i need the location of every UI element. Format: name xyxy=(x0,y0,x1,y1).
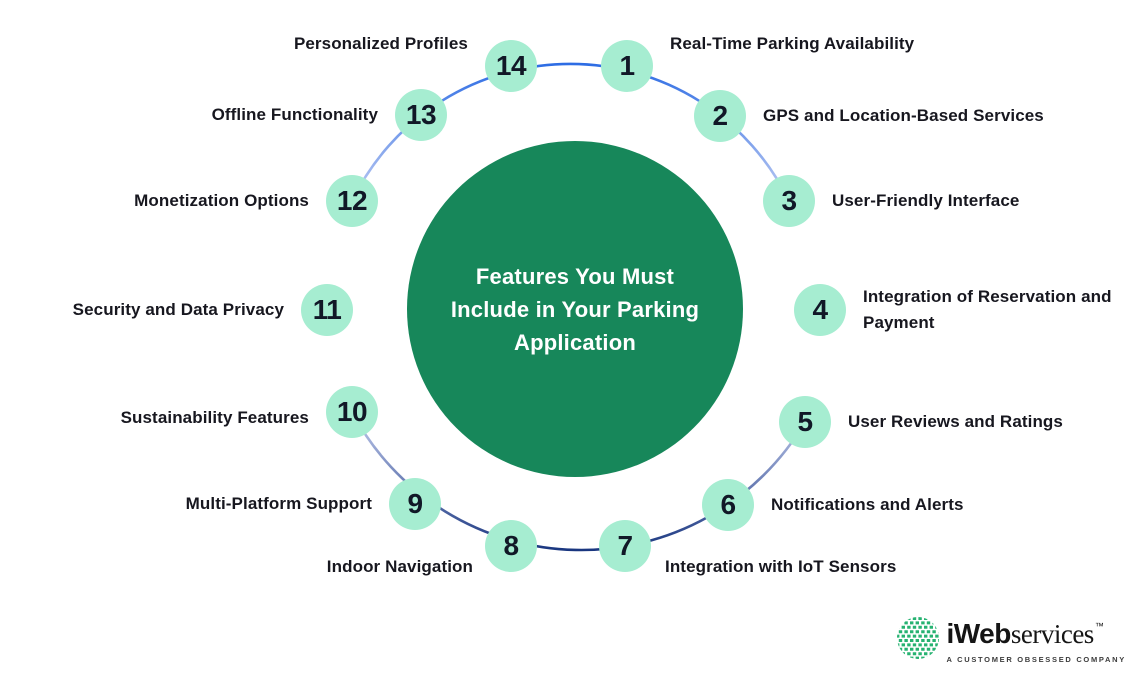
feature-circle-6: 6 xyxy=(702,479,754,531)
feature-label-3: User-Friendly Interface xyxy=(832,191,1020,210)
feature-circle-8: 8 xyxy=(485,520,537,572)
feature-number-4: 4 xyxy=(812,294,828,325)
feature-circle-4: 4 xyxy=(794,284,846,336)
feature-circle-5: 5 xyxy=(779,396,831,448)
feature-number-13: 13 xyxy=(405,99,437,130)
feature-number-14: 14 xyxy=(495,50,527,81)
feature-label-10: Sustainability Features xyxy=(120,408,309,427)
feature-circle-7: 7 xyxy=(599,520,651,572)
feature-circle-2: 2 xyxy=(694,90,746,142)
feature-number-10: 10 xyxy=(336,396,368,427)
feature-label-1: Real-Time Parking Availability xyxy=(670,34,915,53)
logo-tagline: A CUSTOMER OBSESSED COMPANY xyxy=(946,655,1126,664)
diagram-title-line-2: Include in Your Parking xyxy=(450,296,700,322)
feature-label-7: Integration with IoT Sensors xyxy=(665,557,897,576)
feature-label-2: GPS and Location-Based Services xyxy=(763,106,1044,125)
feature-number-3: 3 xyxy=(781,185,797,216)
dotted-globe-icon xyxy=(897,616,940,659)
feature-circle-10: 10 xyxy=(326,386,378,438)
feature-number-2: 2 xyxy=(712,100,728,131)
feature-circle-13: 13 xyxy=(395,89,447,141)
feature-label-12: Monetization Options xyxy=(134,191,309,210)
feature-number-12: 12 xyxy=(336,185,368,216)
feature-number-6: 6 xyxy=(720,489,736,520)
feature-number-7: 7 xyxy=(617,530,633,561)
feature-circle-9: 9 xyxy=(389,478,441,530)
diagram-title-line-1: Features You Must xyxy=(475,263,675,289)
feature-label-13: Offline Functionality xyxy=(211,105,378,124)
feature-circle-3: 3 xyxy=(763,175,815,227)
feature-label-11: Security and Data Privacy xyxy=(72,300,284,319)
feature-label-6: Notifications and Alerts xyxy=(771,495,964,514)
ring-arc-bottom xyxy=(350,410,807,552)
logo-text: iWebservices™ A CUSTOMER OBSESSED COMPAN… xyxy=(946,611,1126,665)
feature-number-5: 5 xyxy=(797,406,813,437)
feature-circle-1: 1 xyxy=(601,40,653,92)
logo: iWebservices™ A CUSTOMER OBSESSED COMPAN… xyxy=(896,611,1126,664)
logo-name-serif: services xyxy=(1010,619,1094,649)
center-circle: Features You Must Include in Your Parkin… xyxy=(407,141,743,477)
ring-arc-top xyxy=(350,62,791,203)
feature-circle-12: 12 xyxy=(326,175,378,227)
feature-label-8: Indoor Navigation xyxy=(326,557,473,576)
feature-number-8: 8 xyxy=(503,530,519,561)
feature-label-4: Integration of Reservation and Payment xyxy=(863,287,1112,332)
feature-label-9: Multi-Platform Support xyxy=(185,494,372,513)
feature-number-11: 11 xyxy=(312,294,342,325)
feature-circle-14: 14 xyxy=(485,40,537,92)
logo-name-bold: iWeb xyxy=(946,618,1011,649)
feature-number-9: 9 xyxy=(407,488,423,519)
feature-number-1: 1 xyxy=(619,50,635,81)
diagram-title-line-3: Application xyxy=(514,329,636,355)
feature-circle-11: 11 xyxy=(301,284,353,336)
logo-wordmark: iWebservices™ xyxy=(946,611,1126,654)
feature-label-14: Personalized Profiles xyxy=(293,34,468,53)
trademark-symbol: ™ xyxy=(1094,621,1104,631)
feature-label-5: User Reviews and Ratings xyxy=(848,412,1063,431)
